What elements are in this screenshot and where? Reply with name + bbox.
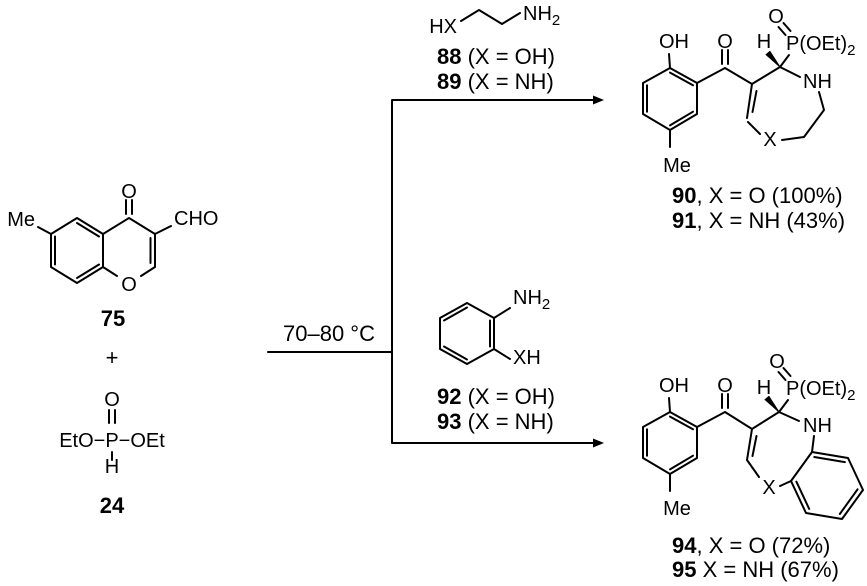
atom-label-nh: NH: [803, 415, 832, 437]
chromone-substituent-bonds: [37, 225, 172, 235]
atom-label-phosphonate-o: O: [769, 351, 785, 373]
product-top-phenol-ring: [642, 67, 698, 131]
atom-label-me: Me: [7, 209, 35, 231]
chromone-ring-bonds: [50, 217, 156, 284]
atom-label-nh: NH: [803, 71, 832, 93]
atom-label-ring-o: O: [121, 274, 137, 296]
atom-label-ketone-o: O: [121, 181, 137, 203]
product-bottom-benzo-double-bonds: [795, 456, 859, 515]
product-top-phenol-double-bonds: [646, 71, 694, 127]
atom-label-xh: XH: [513, 347, 541, 369]
atom-label-h: H: [757, 31, 771, 53]
reagent-89-label: 89 (X = NH): [437, 69, 554, 94]
atom-label-x: X: [763, 129, 776, 151]
compound-number-75: 75: [101, 306, 125, 331]
structure-chromone-75: Me O CHO O 75: [7, 181, 218, 331]
atom-label-phosphonate-o: O: [768, 6, 784, 28]
atom-label-p-oxide-o: O: [104, 389, 120, 411]
atom-label-ketone-o: O: [717, 31, 733, 53]
atom-label-phosphonate: P(OEt)2: [786, 33, 855, 59]
atom-label-ketone-o: O: [717, 375, 733, 397]
product-bottom-phenol-double-bonds: [646, 415, 694, 471]
chromone-double-bonds: [54, 199, 152, 279]
atom-label-oh: OH: [659, 31, 689, 53]
product-94-label: 94, X = O (72%): [672, 533, 830, 558]
atom-label-hx: HX: [429, 16, 457, 38]
reagent-92-label: 92 (X = OH): [437, 384, 555, 409]
amine-chain-bonds: [460, 9, 521, 25]
reaction-conditions-label: 70–80 °C: [283, 321, 375, 346]
product-90-label: 90, X = O (100%): [672, 183, 843, 208]
atom-label-nh2: NH2: [523, 3, 560, 29]
product-top-h-wedge-bond: [765, 50, 781, 68]
product-bottom-benzo-ring: [790, 451, 864, 520]
atom-label-h: H: [757, 377, 771, 399]
atom-label-oh: OH: [659, 375, 689, 397]
product-top-phosphonate-bonds: [777, 22, 792, 68]
product-bottom-ketone-bonds: [696, 393, 753, 430]
compound-number-24: 24: [100, 493, 125, 518]
structure-product-90-91: OH O H O P(OEt)2 NH X Me 90, X = O (100%…: [642, 6, 855, 233]
plus-sign: +: [106, 345, 119, 370]
atom-label-nh2: NH2: [513, 287, 550, 313]
phosphite-backbone-label: EtO−P−OEt: [59, 430, 165, 452]
structure-phosphite-24: O EtO−P−OEt H 24: [59, 389, 165, 518]
product-bottom-phenol-ring: [642, 411, 698, 475]
atom-label-p-h: H: [105, 456, 119, 478]
aniline-ring-bonds: [439, 302, 495, 365]
atom-label-me: Me: [663, 155, 691, 177]
product-91-label: 91, X = NH (43%): [672, 208, 845, 233]
product-bottom-h-wedge-bond: [764, 395, 780, 413]
aniline-double-bonds: [443, 306, 491, 361]
structure-amine-reagent: HX NH2 88 (X = OH) 89 (X = NH): [429, 3, 560, 94]
aniline-substituent-bonds: [493, 307, 511, 360]
structure-product-94-95: OH O H O P(OEt)2 NH X Me 94, X = O (72%)…: [642, 351, 864, 582]
arrowhead-top: [593, 95, 604, 105]
atom-label-x: X: [762, 477, 775, 499]
product-bottom-substituent-bonds: [668, 397, 671, 492]
atom-label-phosphonate: P(OEt)2: [786, 378, 855, 404]
structure-aniline-reagent: NH2 XH 92 (X = OH) 93 (X = NH): [437, 287, 555, 434]
product-top-ketone-bonds: [696, 49, 753, 85]
reagent-93-label: 93 (X = NH): [437, 409, 554, 434]
arrow-lines: [267, 99, 594, 444]
product-bottom-phosphonate-bonds: [777, 367, 792, 413]
reagent-88-label: 88 (X = OH): [437, 44, 555, 69]
phosphite-bonds: [108, 409, 116, 461]
arrowhead-bottom: [593, 438, 604, 448]
product-95-label: 95 X = NH (67%): [672, 557, 839, 582]
reaction-arrows: 70–80 °C: [267, 95, 604, 448]
product-top-substituent-bonds: [668, 53, 671, 148]
atom-label-me: Me: [663, 498, 691, 520]
atom-label-cho: CHO: [174, 208, 218, 230]
